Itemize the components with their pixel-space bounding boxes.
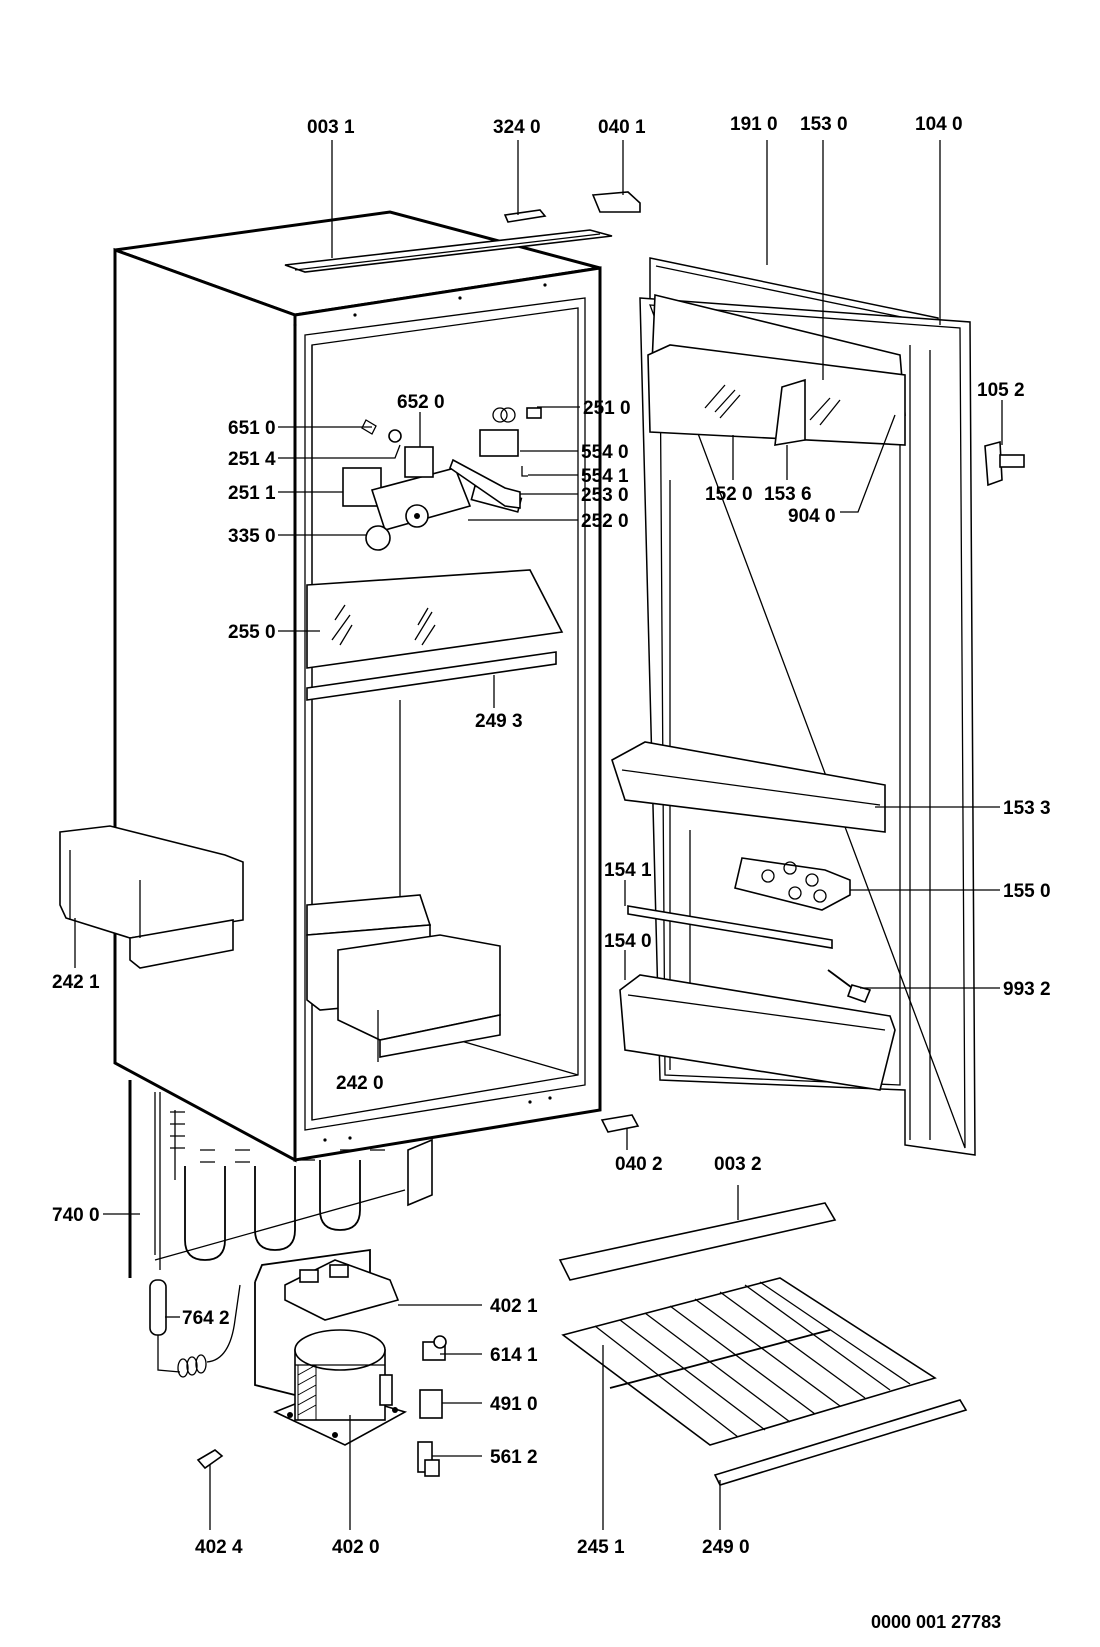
- side-bin: [59, 825, 244, 969]
- callout-251-4: 251 4: [228, 449, 276, 470]
- callout-003-2: 003 2: [714, 1154, 762, 1175]
- electrical-parts: [196, 1335, 447, 1477]
- callout-154-0: 154 0: [604, 931, 652, 952]
- callout-153-6: 153 6: [764, 484, 812, 505]
- callout-242-0: 242 0: [336, 1073, 384, 1094]
- callout-561-2: 561 2: [490, 1447, 538, 1468]
- callout-402-4: 402 4: [195, 1537, 243, 1558]
- callout-labels: 003 1 324 0 040 1 191 0 153 0 104 0 105 …: [52, 114, 1051, 1632]
- callout-740-0: 740 0: [52, 1205, 100, 1226]
- wire-shelf: [561, 1277, 968, 1486]
- callout-003-1: 003 1: [307, 117, 355, 138]
- glass-shelf: [306, 569, 564, 669]
- callout-651-0: 651 0: [228, 418, 276, 439]
- callout-253-0: 253 0: [581, 485, 629, 506]
- callout-491-0: 491 0: [490, 1394, 538, 1415]
- callout-554-0: 554 0: [581, 442, 629, 463]
- callout-554-1: 554 1: [581, 466, 629, 487]
- callout-154-1: 154 1: [604, 860, 652, 881]
- callout-904-0: 904 0: [788, 506, 836, 527]
- callout-614-1: 614 1: [490, 1345, 538, 1366]
- callout-251-0: 251 0: [583, 398, 631, 419]
- callout-105-2: 105 2: [977, 380, 1025, 401]
- hinges-and-clips: [503, 191, 1025, 1281]
- callout-652-0: 652 0: [397, 392, 445, 413]
- callout-242-1: 242 1: [52, 972, 100, 993]
- filter-drier: [149, 1279, 241, 1378]
- callout-040-2: 040 2: [615, 1154, 663, 1175]
- callout-324-0: 324 0: [493, 117, 541, 138]
- callout-191-0: 191 0: [730, 114, 778, 135]
- callout-249-0: 249 0: [702, 1537, 750, 1558]
- callout-252-0: 252 0: [581, 511, 629, 532]
- callout-040-1: 040 1: [598, 117, 646, 138]
- callout-764-2: 764 2: [182, 1308, 230, 1329]
- callout-402-0: 402 0: [332, 1537, 380, 1558]
- compressor-bracket: [284, 1259, 400, 1321]
- callout-251-1: 251 1: [228, 483, 276, 504]
- document-number: 0000 001 27783: [871, 1612, 1001, 1632]
- callout-155-0: 155 0: [1003, 881, 1051, 902]
- callout-245-1: 245 1: [577, 1537, 625, 1558]
- leader-lines: [74, 140, 1003, 1530]
- callout-249-3: 249 3: [475, 711, 523, 732]
- callout-153-0: 153 0: [800, 114, 848, 135]
- condenser: [128, 1080, 433, 1278]
- callout-335-0: 335 0: [228, 526, 276, 547]
- thermostat-light-assembly: [342, 407, 542, 551]
- callout-402-1: 402 1: [490, 1296, 538, 1317]
- callout-993-2: 993 2: [1003, 979, 1051, 1000]
- callout-104-0: 104 0: [915, 114, 963, 135]
- callout-152-0: 152 0: [705, 484, 753, 505]
- compressor: [254, 1248, 408, 1446]
- door: [611, 257, 976, 1156]
- callout-255-0: 255 0: [228, 622, 276, 643]
- callout-153-3: 153 3: [1003, 798, 1051, 819]
